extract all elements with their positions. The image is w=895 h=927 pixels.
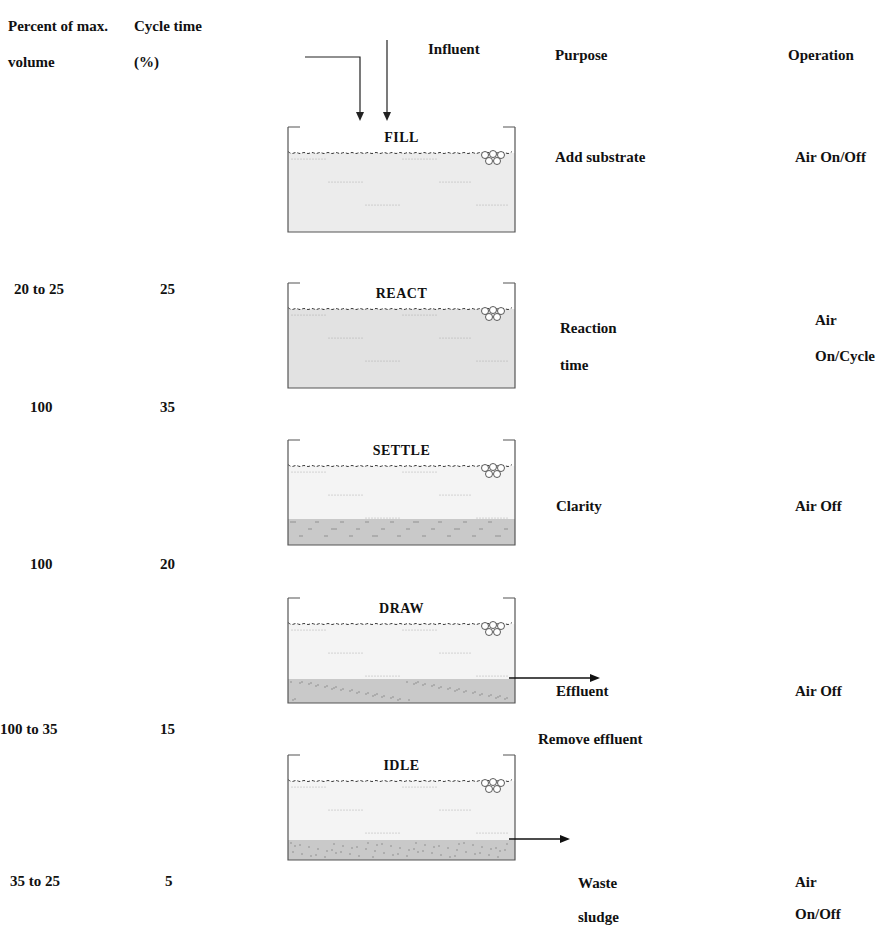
tank-wall xyxy=(288,755,515,860)
outflow-line xyxy=(509,677,592,679)
table-label: Operation xyxy=(788,46,854,65)
table-label: Air On/Off xyxy=(795,148,866,167)
aeration-bubbles xyxy=(482,307,505,321)
sludge-texture xyxy=(290,681,508,701)
sludge-layer xyxy=(288,519,515,545)
liquid xyxy=(288,624,515,703)
tank-wall xyxy=(288,283,515,388)
water-surface xyxy=(288,780,512,782)
texture xyxy=(291,786,507,833)
texture xyxy=(291,158,507,205)
table-label: 100 to 35 xyxy=(0,720,58,739)
liquid xyxy=(288,309,515,388)
aeration-bubbles xyxy=(482,779,505,793)
reactor-tank: DRAW xyxy=(288,598,515,703)
liquid xyxy=(288,781,515,860)
table-label: 35 to 25 xyxy=(10,872,60,891)
tank-wall xyxy=(288,440,515,545)
influent-pipe xyxy=(305,57,360,114)
table-label: 25 xyxy=(160,280,175,299)
phase-name: IDLE xyxy=(288,755,515,774)
sludge-layer xyxy=(288,679,515,703)
liquid xyxy=(288,466,515,545)
table-label: Air Off xyxy=(795,497,842,516)
aeration-bubbles xyxy=(482,622,505,636)
table-label: 5 xyxy=(165,872,173,891)
outflow-line xyxy=(509,838,562,840)
water-surface xyxy=(288,465,512,467)
reactor-tank: IDLE xyxy=(288,755,515,860)
table-label: Percent of max. volume xyxy=(8,8,126,80)
table-label: Air Off xyxy=(795,682,842,701)
table-label: Influent xyxy=(428,40,480,59)
influent-pipe xyxy=(386,40,387,114)
tank-wall xyxy=(288,127,515,232)
sludge-layer xyxy=(288,840,515,860)
table-label: 35 xyxy=(160,398,175,417)
phase-name: REACT xyxy=(288,283,515,302)
table-label: Add substrate xyxy=(555,148,645,167)
phase-name: DRAW xyxy=(288,598,515,617)
table-label: Remove effluent xyxy=(538,730,643,749)
aeration-bubbles xyxy=(482,151,505,165)
table-label: 100 xyxy=(30,398,53,417)
table-label: Reaction time xyxy=(560,310,632,384)
table-label: Air On/Cycle xyxy=(815,302,877,374)
table-label: Clarity xyxy=(556,497,602,516)
reactor-tank: FILL xyxy=(288,127,515,232)
table-label: 100 xyxy=(30,555,53,574)
table-label: 20 to 25 xyxy=(14,280,64,299)
sludge-texture xyxy=(290,521,508,537)
table-label: Purpose xyxy=(555,46,608,65)
texture xyxy=(291,629,507,676)
table-label: 15 xyxy=(160,720,175,739)
water-surface xyxy=(288,623,512,625)
arrow-head xyxy=(383,112,391,121)
texture xyxy=(291,314,507,361)
arrow-head xyxy=(560,835,570,843)
reactor-tank: SETTLE xyxy=(288,440,515,545)
arrow-head xyxy=(356,112,364,121)
tank-wall xyxy=(288,598,515,703)
arrow-head xyxy=(590,674,600,682)
table-label: Cycle time (%) xyxy=(134,8,214,80)
water-surface xyxy=(288,152,512,154)
reactor-tank: REACT xyxy=(288,283,515,388)
table-label: 20 xyxy=(160,555,175,574)
phase-name: FILL xyxy=(288,127,515,146)
sludge-texture xyxy=(290,842,508,858)
aeration-bubbles xyxy=(482,464,505,478)
water-surface xyxy=(288,308,512,310)
liquid xyxy=(288,153,515,232)
table-label: Air On/Off xyxy=(795,866,855,927)
texture xyxy=(291,471,507,518)
phase-name: SETTLE xyxy=(288,440,515,459)
table-label: Effluent xyxy=(556,682,609,701)
table-label: Waste sludge xyxy=(578,866,640,927)
